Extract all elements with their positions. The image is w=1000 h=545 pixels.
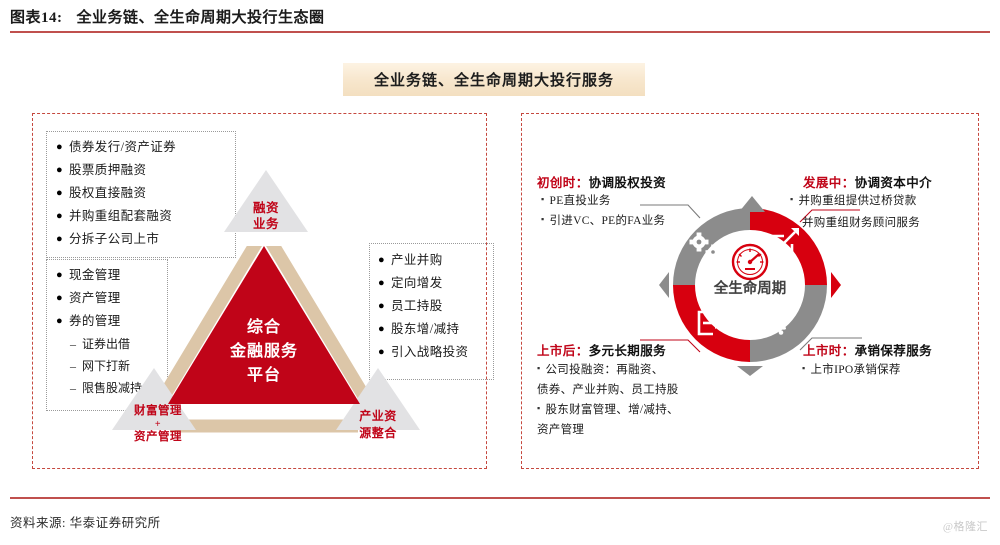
financing-corner-label: 融资 业务 — [252, 201, 279, 231]
list-item: ●引入战略投资 — [378, 341, 468, 364]
gears-icon — [689, 232, 721, 260]
bullet-icon: ● — [378, 346, 385, 358]
square-bullet-icon: ▪ — [537, 403, 541, 413]
square-bullet-icon: ▪ — [541, 214, 545, 224]
bell-icon — [775, 304, 787, 335]
quadrant-line: 并购重组财务顾问服务 — [802, 217, 920, 229]
quadrant-line: 债券、产业并购、员工持股 — [537, 384, 679, 396]
industry-resource-box — [369, 243, 494, 380]
ring-segment-ipo — [737, 285, 827, 376]
dash-icon: – — [70, 337, 76, 351]
list-item: ●并购重组配套融资 — [56, 205, 176, 228]
bullet-icon: ● — [56, 315, 63, 327]
sub-list-item: –证券出借 — [56, 333, 142, 355]
quadrant-heading-startup: 初创时：协调股权投资 — [537, 176, 667, 190]
industry-list: ●产业并购 ●定向增发 ●员工持股 ●股东增/减持 ●引入战略投资 — [378, 249, 468, 364]
quadrant-line: ▪引进VC、PE的FA业务 — [541, 214, 666, 227]
lifecycle-ring: 全生命周期 — [659, 196, 841, 376]
quadrant-line: ▪PE直投业务 — [541, 194, 611, 207]
right-panel — [521, 113, 979, 469]
export-arrow-icon — [697, 310, 723, 336]
bullet-icon: ● — [56, 210, 63, 222]
bullet-icon: ● — [56, 233, 63, 245]
list-item: ●股东增/减持 — [378, 318, 468, 341]
page-title: 图表14: 全业务链、全生命周期大投行生态圈 — [10, 6, 325, 27]
bullet-icon: ● — [56, 187, 63, 199]
financing-list: ●债券发行/资产证券 ●股票质押融资 ●股权直接融资 ●并购重组配套融资 ●分拆… — [56, 136, 176, 251]
quadrant-line: ▪并购重组提供过桥贷款 — [790, 194, 917, 207]
square-bullet-icon: ▪ — [541, 194, 545, 204]
figure-number: 图表14: — [10, 10, 63, 26]
square-bullet-icon: ▪ — [790, 194, 794, 204]
quadrant-line: 资产管理 — [537, 424, 585, 436]
financing-corner-triangle — [224, 170, 308, 232]
quadrant-line: ▪上市IPO承销保荐 — [802, 363, 901, 376]
quadrant-heading-post-ipo: 上市后：多元长期服务 — [537, 344, 667, 358]
list-item: ●债券发行/资产证券 — [56, 136, 176, 159]
cycle-center-label: 全生命周期 — [713, 279, 787, 297]
list-item: ●股权直接融资 — [56, 182, 176, 205]
list-item: ●产业并购 — [378, 249, 468, 272]
bullet-icon: ● — [56, 164, 63, 176]
list-item: ●券的管理 — [56, 310, 142, 333]
list-item: ●定向增发 — [378, 272, 468, 295]
quadrant-heading-growth: 发展中：协调资本中介 — [803, 176, 933, 190]
core-platform-triangle — [168, 246, 360, 404]
list-item: ●现金管理 — [56, 264, 142, 287]
quadrant-line: ▪公司投融资：再融资、 — [537, 363, 664, 376]
list-item: ●员工持股 — [378, 295, 468, 318]
wealth-management-box — [46, 259, 168, 411]
bullet-icon: ● — [378, 300, 385, 312]
triangle-diagram: 综合 金融服务 平台 融资 业务 财富管理 + 资产管理 产业资 源整合 — [96, 168, 436, 458]
ring-segment-post-ipo — [673, 285, 750, 362]
bullet-icon: ● — [56, 292, 63, 304]
industry-corner-label: 产业资 源整合 — [359, 409, 397, 440]
banner: 全业务链、全生命周期大投行服务 — [343, 63, 645, 96]
footer-divider — [10, 497, 990, 499]
list-item: ●分拆子公司上市 — [56, 228, 176, 251]
watermark: @格隆汇 — [942, 521, 988, 533]
bullet-icon: ● — [56, 141, 63, 153]
ring-segment-growth — [750, 208, 841, 298]
dash-icon: – — [70, 359, 76, 373]
source-note: 资料来源: 华泰证券研究所 — [10, 516, 161, 530]
bullet-icon: ● — [378, 277, 385, 289]
bullet-icon: ● — [56, 269, 63, 281]
gauge-speedometer-icon — [731, 243, 769, 281]
list-item: ●股票质押融资 — [56, 159, 176, 182]
dash-icon: – — [70, 381, 76, 395]
square-bullet-icon: ▪ — [802, 363, 806, 373]
square-bullet-icon: ▪ — [537, 363, 541, 373]
bullet-icon: ● — [378, 323, 385, 335]
figure-title-text: 全业务链、全生命周期大投行生态圈 — [76, 10, 325, 26]
banner-label: 全业务链、全生命周期大投行服务 — [373, 73, 614, 89]
wealth-corner-label: 财富管理 + 资产管理 — [134, 405, 182, 443]
edit-pencil-icon — [770, 228, 799, 258]
list-item: ●资产管理 — [56, 287, 142, 310]
quadrant-line: ▪股东财富管理、增/减持、 — [537, 403, 679, 416]
ring-segment-startup — [659, 208, 750, 298]
title-divider — [10, 31, 990, 33]
quadrant-heading-ipo: 上市时：承销保荐服务 — [803, 344, 933, 358]
bullet-icon: ● — [378, 254, 385, 266]
